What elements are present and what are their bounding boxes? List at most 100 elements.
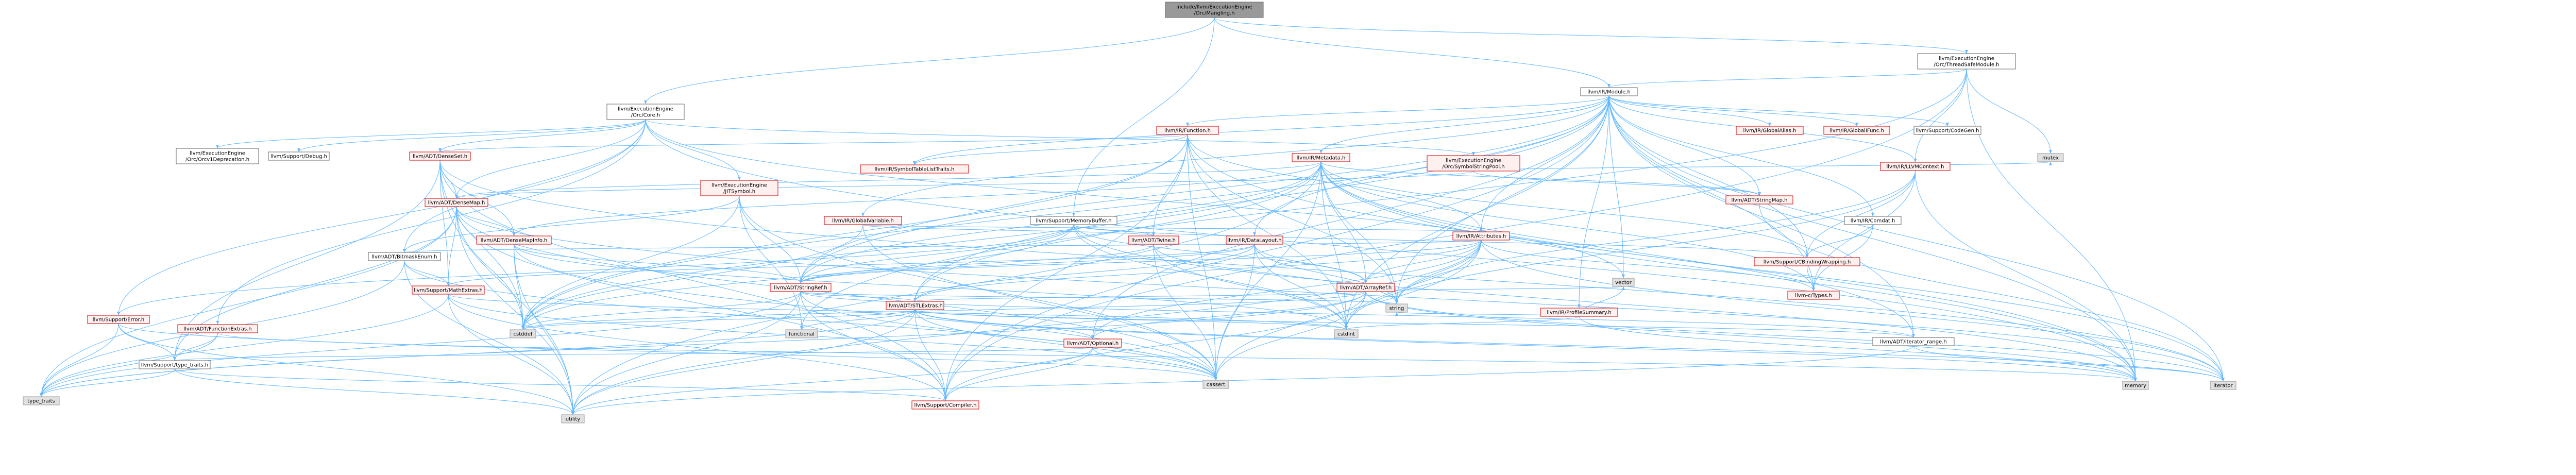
- node-iterrange[interactable]: llvm/ADT/iterator_range.h: [1872, 337, 1955, 346]
- edge-bitmask-to-utility: [404, 260, 573, 415]
- node-mathextras[interactable]: llvm/Support/MathExtras.h: [412, 285, 485, 295]
- edge-denseset-to-typetraits: [174, 160, 440, 361]
- edge-funcextras-to-typetraitsstd: [41, 332, 218, 397]
- node-arrayref[interactable]: llvm/ADT/ArrayRef.h: [1336, 283, 1395, 292]
- node-llvmctx[interactable]: llvm/IR/LLVMContext.h: [1880, 162, 1951, 171]
- node-label: llvm/IR/Metadata.h: [1297, 156, 1346, 161]
- edge-stlextras-to-typetraitsstd: [41, 309, 916, 397]
- arrowhead-datalayout-to-mathextras: [447, 282, 450, 286]
- edge-globalvar-to-attributes: [862, 224, 1482, 232]
- node-compiler[interactable]: llvm/Support/Compiler.h: [911, 400, 979, 410]
- edge-module-to-function: [1187, 95, 1609, 127]
- node-label: llvm/Support/MemoryBuffer.h: [1036, 218, 1111, 224]
- edge-module-to-comdat: [1608, 95, 1873, 217]
- edge-funcextras-to-typetraits: [174, 332, 218, 361]
- node-label: string: [1389, 306, 1404, 312]
- edge-attributes-to-cstdint: [1346, 240, 1482, 330]
- arrowhead-typetraits-to-utility: [571, 411, 574, 415]
- node-function[interactable]: llvm/IR/Function.h: [1156, 126, 1219, 135]
- arrowhead-typetraits-to-typetraitsstd: [40, 393, 43, 397]
- node-tsm[interactable]: llvm/ExecutionEngine/Orc/ThreadSafeModul…: [1917, 53, 2016, 70]
- node-debug[interactable]: llvm/Support/Debug.h: [268, 151, 330, 161]
- node-globalvar[interactable]: llvm/IR/GlobalVariable.h: [824, 216, 902, 225]
- node-comdat[interactable]: llvm/IR/Comdat.h: [1844, 216, 1902, 225]
- node-densemap[interactable]: llvm/ADT/DenseMap.h: [425, 198, 488, 207]
- node-attributes[interactable]: llvm/IR/Attributes.h: [1452, 231, 1510, 241]
- node-globalifunc[interactable]: llvm/IR/GlobalIFunc.h: [1823, 126, 1890, 135]
- edge-densemapinfo-to-utility: [514, 244, 573, 415]
- node-symstrpool[interactable]: llvm/ExecutionEngine/Orc/SymbolStringPoo…: [1427, 155, 1520, 172]
- node-box: [1156, 126, 1219, 135]
- node-box: [23, 396, 60, 405]
- node-root[interactable]: include/llvm/ExecutionEngine/Orc/Manglin…: [1165, 2, 1264, 18]
- edge-metadata-to-memory: [1320, 161, 2136, 382]
- node-orcdep[interactable]: llvm/ExecutionEngine/Orc/Orcv1Deprecatio…: [176, 148, 259, 164]
- edge-denseset-to-iterator: [439, 160, 2224, 382]
- node-jitsymbol[interactable]: llvm/ExecutionEngine/JITSymbol.h: [700, 180, 778, 196]
- node-module[interactable]: llvm/IR/Module.h: [1580, 87, 1638, 96]
- arrowhead-root-to-memorybuffer: [1072, 213, 1075, 216]
- arrowhead-profsummary-to-cstdint: [1345, 326, 1348, 330]
- arrowhead-globalvar-to-attributes: [1480, 228, 1483, 232]
- node-box: [425, 198, 488, 207]
- edge-symstrpool-to-densemap: [456, 171, 1474, 199]
- edge-stringref-to-stlextras: [800, 291, 916, 302]
- edge-jitsymbol-to-cassert: [739, 195, 1216, 381]
- node-stlextras[interactable]: llvm/ADT/STLExtras.h: [886, 301, 944, 310]
- node-metadata[interactable]: llvm/IR/Metadata.h: [1292, 153, 1350, 162]
- node-ctypes[interactable]: llvm-c/Types.h: [1787, 291, 1840, 300]
- edge-denseset-to-mathextras: [439, 160, 449, 286]
- node-stringref[interactable]: llvm/ADT/StringRef.h: [770, 283, 832, 292]
- edge-densemap-to-utility: [456, 206, 573, 415]
- node-label: utility: [566, 417, 581, 422]
- arrowhead-metadata-to-densemapinfo: [512, 232, 516, 236]
- node-label: memory: [2125, 383, 2146, 389]
- edge-arrayref-to-optional: [1092, 291, 1366, 340]
- node-box: [1540, 308, 1618, 317]
- node-memorybuffer[interactable]: llvm/Support/MemoryBuffer.h: [1030, 216, 1117, 225]
- node-box: [510, 329, 536, 338]
- node-cbinding[interactable]: llvm/Support/CBindingWrapping.h: [1754, 257, 1860, 266]
- node-symtablelist[interactable]: llvm/IR/SymbolTableListTraits.h: [860, 164, 969, 174]
- node-label: llvm/ADT/STLExtras.h: [887, 303, 943, 309]
- node-cassert: cassert: [1202, 380, 1229, 389]
- node-error[interactable]: llvm/Support/Error.h: [87, 315, 150, 324]
- arrowhead-core-to-orcdep: [216, 145, 219, 148]
- node-stringmap[interactable]: llvm/ADT/StringMap.h: [1725, 195, 1793, 205]
- node-label: cstddef: [514, 332, 533, 337]
- node-bitmask[interactable]: llvm/ADT/BitmaskEnum.h: [368, 252, 441, 261]
- arrowhead-module-to-globalalias: [1768, 123, 1771, 126]
- edge-metadata-to-stringmap: [1320, 161, 1760, 196]
- edge-arrayref-to-compiler: [945, 291, 1366, 401]
- node-typetraits[interactable]: llvm/Support/type_traits.h: [139, 360, 211, 369]
- edge-stlextras-to-iterrange: [914, 309, 1914, 338]
- node-core[interactable]: llvm/ExecutionEngine/Orc/Core.h: [606, 104, 685, 120]
- node-funcextras[interactable]: llvm/ADT/FunctionExtras.h: [177, 324, 258, 333]
- node-globalalias[interactable]: llvm/IR/GlobalAlias.h: [1736, 126, 1804, 135]
- edge-typetraits-to-compiler: [174, 368, 946, 401]
- node-optional[interactable]: llvm/ADT/Optional.h: [1063, 338, 1122, 348]
- node-label: llvm/IR/Attributes.h: [1456, 234, 1506, 240]
- edge-metadata-to-densemap: [456, 161, 1321, 199]
- node-label: llvm/ADT/Optional.h: [1067, 341, 1118, 347]
- edge-function-to-denseset: [439, 134, 1188, 152]
- node-box: [1292, 153, 1350, 162]
- edge-metadata-to-cstddef: [522, 161, 1321, 330]
- edge-densemap-to-cstddef: [456, 206, 523, 330]
- node-denseset[interactable]: llvm/ADT/DenseSet.h: [409, 151, 471, 161]
- edge-function-to-twine: [1153, 134, 1188, 236]
- node-datalayout[interactable]: llvm/IR/DataLayout.h: [1226, 235, 1283, 245]
- arrowhead-stringref-to-string: [1395, 300, 1398, 304]
- edge-cbinding-to-ctypes: [1807, 265, 1814, 292]
- edge-arrayref-to-cassert: [1215, 291, 1366, 381]
- node-label: llvm/IR/SymbolTableListTraits.h: [875, 167, 955, 173]
- node-box: [1165, 2, 1264, 18]
- node-densemapinfo[interactable]: llvm/ADT/DenseMapInfo.h: [476, 235, 552, 245]
- node-twine[interactable]: llvm/ADT/Twine.h: [1128, 235, 1179, 245]
- edge-error-to-cassert: [118, 323, 1216, 381]
- node-codegen[interactable]: llvm/Support/CodeGen.h: [1913, 126, 1981, 135]
- node-profsummary[interactable]: llvm/IR/ProfileSummary.h: [1540, 308, 1618, 317]
- edge-stringref-to-cassert: [800, 291, 1216, 381]
- arrowhead-iterrange-to-iterator: [2222, 378, 2225, 381]
